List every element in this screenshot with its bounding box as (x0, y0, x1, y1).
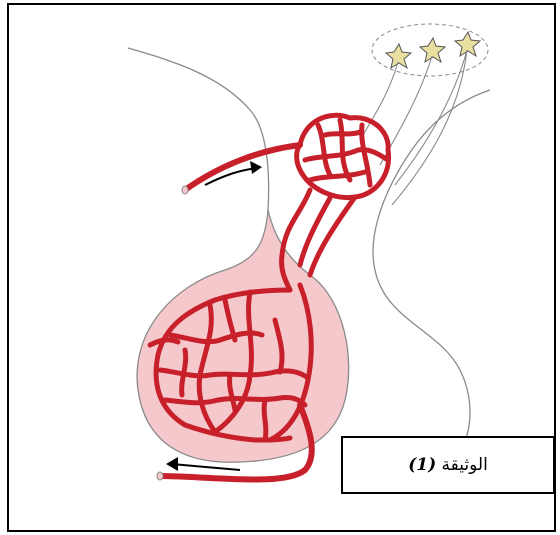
caption-number: (1) (408, 455, 436, 475)
caption-text: الوثيقة (1) (408, 455, 488, 475)
neuron-1 (386, 44, 411, 68)
right-outline (373, 90, 490, 440)
neuron-cell-bodies (386, 32, 480, 68)
outflow-arrow (172, 464, 240, 470)
left-outline (128, 48, 269, 210)
inflow-arrow-head (250, 161, 262, 174)
neuron-2 (420, 38, 445, 62)
figure-caption: الوثيقة (1) (341, 436, 555, 494)
artery-cut-end (182, 186, 188, 194)
caption-label: الوثيقة (442, 455, 488, 475)
superior-hypophyseal-artery (185, 145, 300, 190)
neuron-3 (455, 32, 480, 56)
outflow-arrow-head (166, 457, 178, 471)
vein-cut-end (157, 472, 163, 480)
